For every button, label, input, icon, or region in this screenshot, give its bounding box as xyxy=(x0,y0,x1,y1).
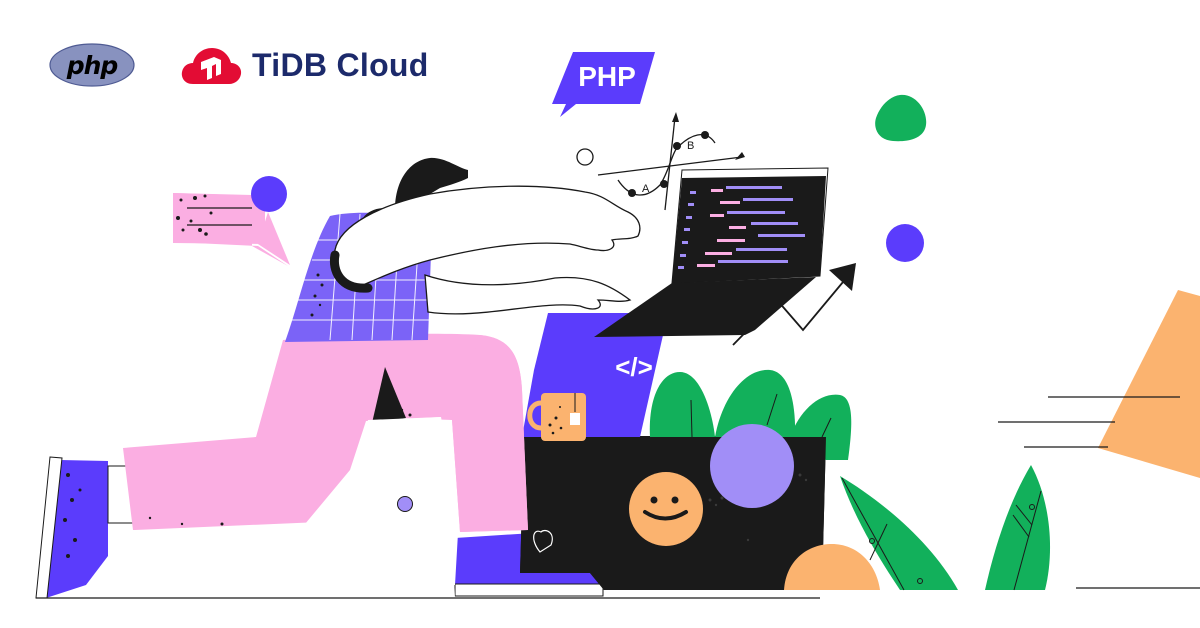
plant-leaf xyxy=(840,476,958,590)
php-logo-icon xyxy=(49,43,135,87)
purple-dot xyxy=(251,176,287,212)
php-logo-text: php xyxy=(66,50,119,80)
purple-dot xyxy=(886,224,924,262)
graph-label-a: A xyxy=(642,183,650,195)
php-bubble-label: PHP xyxy=(578,61,636,92)
tidb-cloud-logo xyxy=(181,44,243,88)
arm xyxy=(424,274,632,315)
code-lines xyxy=(678,186,805,269)
plant-leaf xyxy=(985,465,1051,590)
lilac-dot xyxy=(397,496,413,512)
tidb-cloud-name: TiDB Cloud xyxy=(252,47,429,83)
tidb-cloud-icon xyxy=(181,48,242,84)
laptop-screen xyxy=(672,176,826,283)
smiley-face-icon xyxy=(629,472,703,546)
code-tag-icon: </> xyxy=(615,352,653,382)
arm xyxy=(333,185,641,286)
small-circle xyxy=(576,148,594,166)
laptop-base xyxy=(594,277,816,337)
hat xyxy=(363,157,468,218)
graph-curve xyxy=(617,134,716,196)
plant-leaf xyxy=(715,369,796,437)
shoe xyxy=(46,460,108,598)
php-speech-bubble xyxy=(552,52,655,117)
graph-label-b: B xyxy=(687,140,694,152)
orange-semicircle xyxy=(784,544,880,590)
orange-shape xyxy=(1098,290,1200,478)
green-blob xyxy=(875,94,927,142)
lilac-circle xyxy=(710,424,794,508)
arrow-head-icon xyxy=(829,263,856,291)
plant-leaf xyxy=(649,372,715,437)
pink-pants xyxy=(123,333,528,532)
php-logo: php xyxy=(49,43,135,87)
